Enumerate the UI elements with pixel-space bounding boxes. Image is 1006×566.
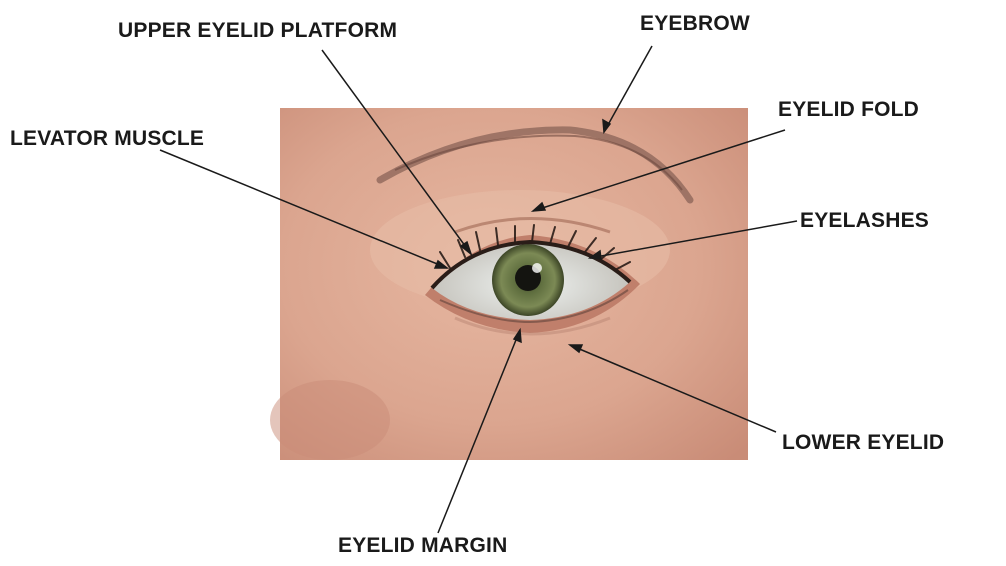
label-eyebrow: EYEBROW: [640, 13, 750, 34]
label-levator-muscle: LEVATOR MUSCLE: [10, 128, 204, 149]
label-eyelashes: EYELASHES: [800, 210, 929, 231]
label-eyelid-margin: EYELID MARGIN: [338, 535, 507, 556]
label-upper-eyelid-platform: UPPER EYELID PLATFORM: [118, 20, 397, 41]
label-eyelid-fold: EYELID FOLD: [778, 99, 919, 120]
label-lower-eyelid: LOWER EYELID: [782, 432, 944, 453]
